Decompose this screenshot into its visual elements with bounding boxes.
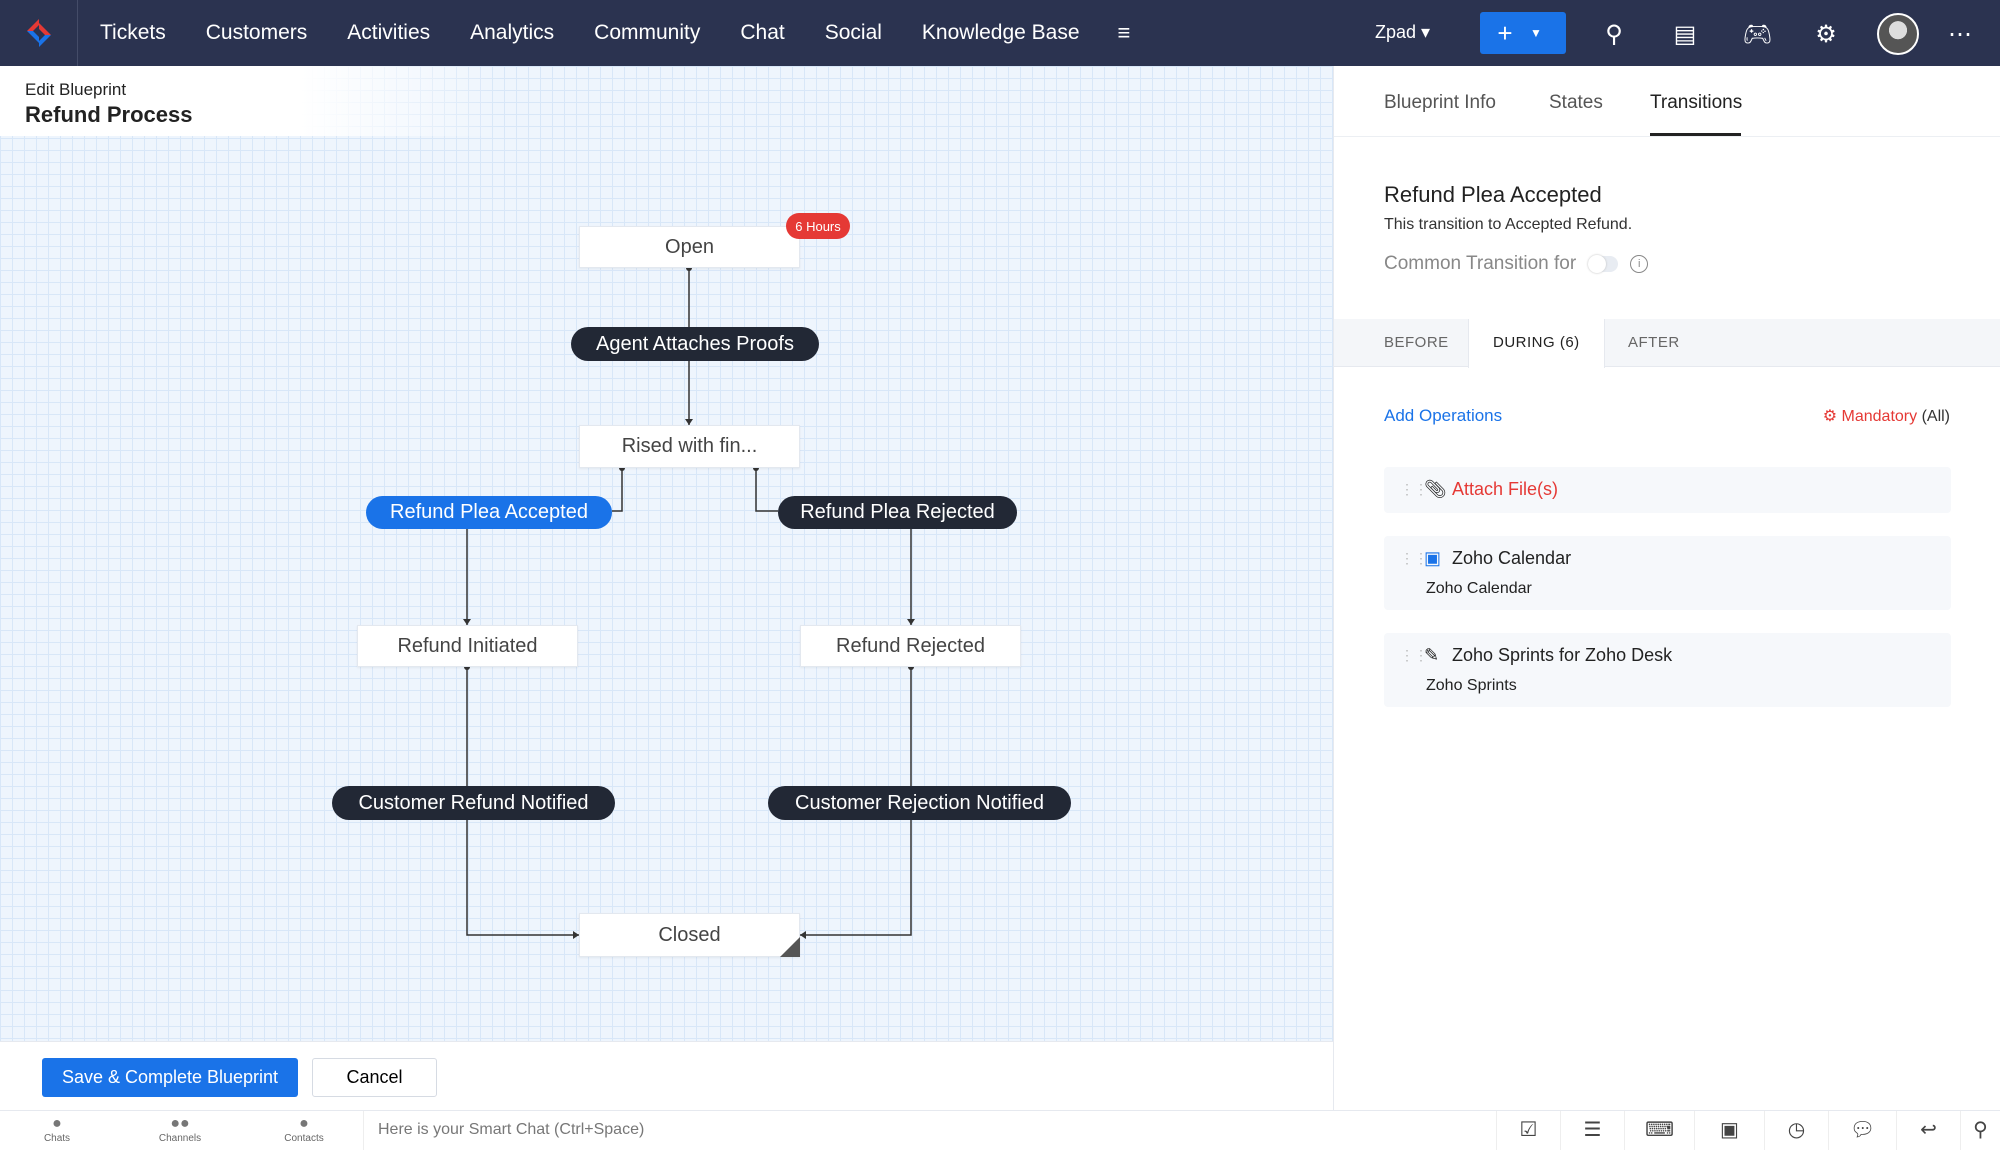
nav-activities[interactable]: Activities <box>347 21 431 44</box>
channels-icon: ●● <box>170 1115 190 1132</box>
page-title: Refund Process <box>25 102 193 127</box>
channels-label: Channels <box>158 1133 202 1144</box>
chevron-down-icon[interactable]: ▼ <box>1530 26 1542 40</box>
paperclip-icon: 📎︎ <box>1424 479 1447 499</box>
nav-tickets[interactable]: Tickets <box>100 21 166 44</box>
search-icon[interactable]: ⚲ <box>1960 1111 2000 1150</box>
active-tab-indicator <box>1650 133 1741 136</box>
operation-name: Zoho Sprints for Zoho Desk <box>1452 645 1673 665</box>
footer-actions: Save & Complete Blueprint Cancel <box>0 1041 1333 1110</box>
state-refund-initiated[interactable]: Refund Initiated <box>357 625 578 667</box>
org-name: Zpad <box>1375 22 1417 42</box>
plus-icon: + <box>1497 17 1513 48</box>
notes-icon[interactable]: ▤ <box>1673 21 1697 48</box>
cancel-button[interactable]: Cancel <box>312 1058 437 1097</box>
breadcrumb: Edit Blueprint <box>25 80 127 99</box>
operation-source: Zoho Sprints <box>1426 677 1517 694</box>
gear-icon: ⚙ <box>1822 408 1838 425</box>
tab-transitions[interactable]: Transitions <box>1650 92 1743 113</box>
top-nav: Tickets Customers Activities Analytics C… <box>0 0 2000 66</box>
transition-customer-rejection-notified[interactable]: Customer Rejection Notified <box>768 786 1071 820</box>
checkbox-icon[interactable]: ☑ <box>1496 1111 1560 1150</box>
gamepad-icon[interactable]: 🎮︎ <box>1742 21 1773 48</box>
operation-zoho-sprints[interactable]: ⋮⋮ ✎ Zoho Sprints for Zoho Desk Zoho Spr… <box>1384 633 1951 707</box>
nav-customers[interactable]: Customers <box>205 21 308 44</box>
drag-handle-icon[interactable]: ⋮⋮ <box>1400 550 1428 566</box>
org-switcher[interactable]: Zpad ▾ <box>1375 22 1431 42</box>
chat-bubble-icon: ● <box>52 1115 62 1132</box>
tab-blueprint-info[interactable]: Blueprint Info <box>1384 92 1496 113</box>
tab-before[interactable]: BEFORE <box>1384 334 1449 351</box>
nav-community[interactable]: Community <box>594 21 701 44</box>
operation-name: Attach File(s) <box>1452 479 1559 499</box>
drag-handle-icon[interactable]: ⋮⋮ <box>1400 647 1428 663</box>
switch-icon[interactable]: ↩ <box>1896 1111 1960 1150</box>
nav-analytics[interactable]: Analytics <box>470 21 555 44</box>
transition-description: This transition to Accepted Refund. <box>1384 216 1633 233</box>
avatar[interactable] <box>1877 13 1919 55</box>
calendar-icon: ▣ <box>1424 548 1442 568</box>
transition-customer-refund-notified[interactable]: Customer Refund Notified <box>332 786 615 820</box>
contacts-label: Contacts <box>284 1133 324 1144</box>
connector-lines <box>463 265 915 939</box>
status-bar: ●Chats ●●Channels ●Contacts Here is your… <box>0 1110 2000 1150</box>
keyboard-icon[interactable]: ⌨ <box>1624 1111 1694 1150</box>
transition-title: Refund Plea Accepted <box>1384 182 1602 207</box>
operation-source: Zoho Calendar <box>1426 580 1532 597</box>
mandatory-setting[interactable]: ⚙ Mandatory (All) <box>1823 406 1950 426</box>
operation-attach-files[interactable]: ⋮⋮ 📎︎ Attach File(s) <box>1384 467 1951 513</box>
smart-chat-input[interactable]: Here is your Smart Chat (Ctrl+Space) <box>363 1111 1493 1150</box>
transition-refund-plea-rejected[interactable]: Refund Plea Rejected <box>778 496 1017 529</box>
feedback-icon[interactable]: 💬︎ <box>1828 1111 1896 1150</box>
transition-refund-plea-accepted[interactable]: Refund Plea Accepted <box>366 496 612 529</box>
blueprint-canvas[interactable] <box>0 66 1333 1041</box>
save-complete-button[interactable]: Save & Complete Blueprint <box>42 1058 298 1097</box>
transition-agent-attaches-proofs[interactable]: Agent Attaches Proofs <box>571 327 819 361</box>
operation-zoho-calendar[interactable]: ⋮⋮ ▣ Zoho Calendar Zoho Calendar <box>1384 536 1951 610</box>
layers-icon[interactable]: ☰ <box>1560 1111 1624 1150</box>
common-transition-toggle[interactable] <box>1588 255 1619 273</box>
sla-badge: 6 Hours <box>786 213 850 239</box>
contacts-button[interactable]: ●Contacts <box>274 1115 334 1144</box>
apps-grid-icon[interactable]: ⋯ <box>1948 21 1972 48</box>
state-closed[interactable]: Closed <box>579 913 800 957</box>
sprints-icon: ✎ <box>1424 645 1440 665</box>
contact-icon: ● <box>299 1115 309 1132</box>
zoho-desk-logo[interactable] <box>0 0 78 66</box>
tab-after[interactable]: AFTER <box>1628 334 1680 351</box>
tab-states[interactable]: States <box>1549 92 1603 113</box>
add-operations-link[interactable]: Add Operations <box>1384 406 1503 425</box>
nav-knowledge-base[interactable]: Knowledge Base <box>921 21 1080 44</box>
mandatory-label: Mandatory <box>1841 408 1918 425</box>
common-transition-label: Common Transition for <box>1384 253 1577 274</box>
header-fade <box>0 66 500 136</box>
clock-icon[interactable]: ◷ <box>1764 1111 1828 1150</box>
divider <box>1334 136 2000 137</box>
mandatory-scope: (All) <box>1921 408 1950 425</box>
notification-icon[interactable]: ▣ <box>1694 1111 1764 1150</box>
chats-button[interactable]: ●Chats <box>27 1115 87 1144</box>
search-icon[interactable]: ⚲ <box>1605 21 1623 48</box>
channels-button[interactable]: ●●Channels <box>150 1115 210 1144</box>
transition-panel: Blueprint Info States Transitions Refund… <box>1333 66 2000 1110</box>
end-state-marker-icon <box>780 937 800 957</box>
info-icon[interactable]: i <box>1630 255 1649 273</box>
state-rised[interactable]: Rised with fin... <box>579 425 800 468</box>
nav-chat[interactable]: Chat <box>740 21 785 44</box>
state-open[interactable]: Open <box>579 226 800 268</box>
new-item-button[interactable]: +▼ <box>1480 12 1566 54</box>
phase-tabs: BEFORE DURING (6) AFTER <box>1334 319 2000 368</box>
operation-name: Zoho Calendar <box>1452 548 1572 568</box>
chats-label: Chats <box>43 1133 71 1144</box>
gear-icon[interactable]: ⚙ <box>1815 21 1837 48</box>
nav-social[interactable]: Social <box>824 21 882 44</box>
state-refund-rejected[interactable]: Refund Rejected <box>800 625 1021 667</box>
tab-during[interactable]: DURING (6) <box>1468 319 1605 368</box>
drag-handle-icon[interactable]: ⋮⋮ <box>1400 481 1428 497</box>
more-menu-icon[interactable]: ≡ <box>1117 20 1131 45</box>
